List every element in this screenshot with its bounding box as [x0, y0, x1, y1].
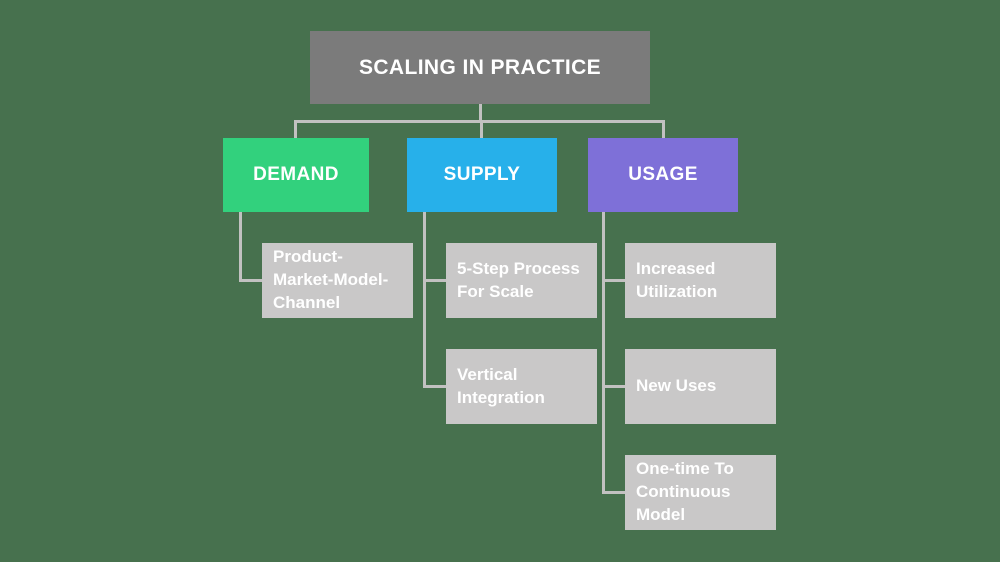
connector-supply-stub-1 [423, 279, 447, 282]
connector-demand-vertical [239, 212, 242, 282]
connector-usage-stub-2 [602, 385, 626, 388]
connector-usage-stub-1 [602, 279, 626, 282]
root-node: SCALING IN PRACTICE [310, 31, 650, 104]
root-node-label: SCALING IN PRACTICE [358, 55, 602, 79]
child-node-label: Vertical Integration [457, 364, 545, 407]
branch-node-usage: USAGE [588, 138, 738, 212]
branch-node-supply: SUPPLY [407, 138, 557, 212]
child-node-5-step-process: 5-Step Process For Scale [446, 243, 597, 318]
connector-root-vertical [479, 104, 482, 122]
connector-demand-stub-1 [239, 279, 263, 282]
child-node-vertical-integration: Vertical Integration [446, 349, 597, 424]
connector-supply-vertical [423, 212, 426, 388]
child-node-label: 5-Step Process For Scale [457, 258, 580, 301]
branch-node-demand: DEMAND [223, 138, 369, 212]
child-node-label: New Uses [636, 376, 717, 396]
child-node-increased-utilization: Increased Utilization [625, 243, 776, 318]
connector-usage-stub-3 [602, 491, 626, 494]
child-node-label: Product- Market-Model- Channel [273, 247, 389, 312]
connector-usage-vertical [602, 212, 605, 494]
connector-drop-supply [480, 120, 483, 138]
child-node-one-time-to-continuous: One-time To Continuous Model [625, 455, 776, 530]
connector-supply-stub-2 [423, 385, 447, 388]
connector-drop-usage [662, 120, 665, 138]
branch-node-usage-label: USAGE [628, 164, 698, 185]
child-node-label: One-time To Continuous Model [636, 459, 734, 524]
child-node-product-market-model-channel: Product- Market-Model- Channel [262, 243, 413, 318]
connector-main-horizontal [294, 120, 665, 123]
connector-drop-demand [294, 120, 297, 138]
branch-node-demand-label: DEMAND [253, 164, 339, 185]
child-node-label: Increased Utilization [636, 258, 718, 301]
child-node-new-uses: New Uses [625, 349, 776, 424]
branch-node-supply-label: SUPPLY [443, 164, 521, 185]
